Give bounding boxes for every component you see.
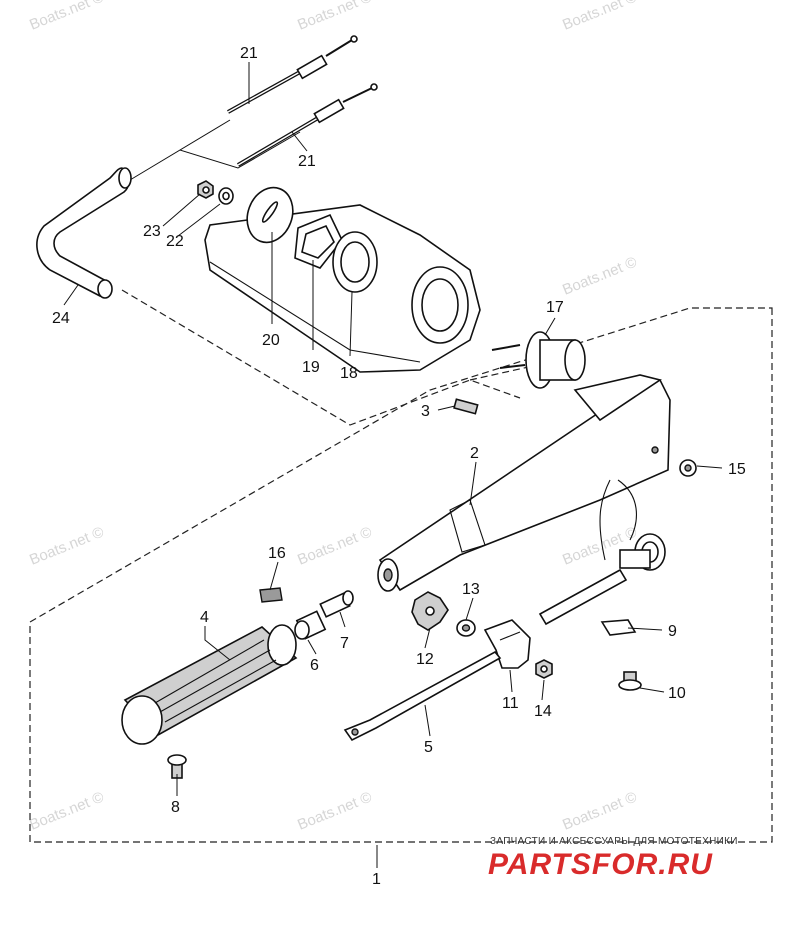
- knob-12: [411, 591, 449, 631]
- throttle-cable-upper: [227, 35, 358, 114]
- rod: [538, 568, 628, 626]
- bushing-6: [294, 610, 327, 640]
- screw-3: [453, 398, 479, 415]
- screw-10: [618, 671, 642, 691]
- watermark: Boats.net ©: [560, 0, 639, 34]
- callout-21b: 21: [298, 153, 316, 170]
- watermark: Boats.net ©: [27, 788, 106, 833]
- gasket-18: [332, 231, 378, 293]
- branding-tagline: ЗАПЧАСТИ И АКСЕССУАРЫ ДЛЯ МОТОТЕХНИКИ: [490, 836, 738, 847]
- branding-logo[interactable]: PARTSFOR.RU: [488, 848, 713, 881]
- leader-lines: [63, 62, 723, 868]
- callout-23: 23: [143, 223, 161, 240]
- callout-4: 4: [200, 609, 209, 626]
- callout-7: 7: [340, 635, 349, 652]
- callout-3: 3: [421, 403, 430, 420]
- callout-22: 22: [166, 233, 184, 250]
- callout-11: 11: [502, 695, 519, 712]
- washer-22: [218, 187, 234, 205]
- callouts: 21 21 23 22 24 20 19 18 17 3 2 15 16 4 6…: [52, 45, 746, 888]
- watermark: Boats.net ©: [560, 788, 639, 833]
- callout-5: 5: [424, 739, 433, 756]
- callout-14: 14: [534, 703, 552, 720]
- screw-8: [167, 754, 187, 779]
- callout-8: 8: [171, 799, 180, 816]
- callout-10: 10: [668, 685, 686, 702]
- link-rod-5: [343, 650, 502, 742]
- watermark: Boats.net ©: [27, 523, 106, 568]
- callout-9: 9: [668, 623, 677, 640]
- callout-1: 1: [372, 871, 381, 888]
- hose-24: [36, 167, 130, 298]
- callout-19: 19: [302, 359, 320, 376]
- watermark: Boats.net ©: [27, 0, 106, 34]
- callout-21a: 21: [240, 45, 258, 62]
- stop-switch: [599, 479, 666, 571]
- callout-24: 24: [52, 310, 70, 327]
- assembly-boundary: [29, 307, 773, 843]
- callout-13: 13: [462, 581, 480, 598]
- callout-2: 2: [470, 445, 479, 462]
- callout-6: 6: [310, 657, 319, 674]
- callout-12: 12: [416, 651, 434, 668]
- cable-routing-line: [121, 289, 521, 426]
- gasket-19: [294, 213, 343, 269]
- cable-routing-line: [129, 119, 301, 181]
- nut-14: [535, 659, 553, 679]
- nut-23: [197, 180, 214, 199]
- washer-13: [456, 619, 476, 637]
- plate-20: [246, 186, 294, 244]
- watermark: Boats.net ©: [295, 788, 374, 833]
- label-16: [259, 587, 283, 603]
- callout-20: 20: [262, 332, 280, 349]
- callout-17: 17: [546, 299, 564, 316]
- cap-15: [679, 459, 697, 477]
- bolt-7: [319, 590, 354, 618]
- tiller-handle-2: [377, 374, 671, 592]
- throttle-grip-4: [121, 624, 298, 745]
- watermark: Boats.net ©: [295, 0, 374, 34]
- callout-16: 16: [268, 545, 286, 562]
- clip-9: [600, 619, 637, 636]
- throttle-cable-lower: [236, 83, 378, 167]
- watermark: Boats.net ©: [295, 523, 374, 568]
- callout-18: 18: [340, 365, 358, 382]
- cable-routing-line: [469, 359, 561, 381]
- bracket-11: [483, 619, 531, 669]
- watermark: Boats.net ©: [560, 253, 639, 298]
- callout-15: 15: [728, 461, 746, 478]
- intake-body: [204, 204, 481, 373]
- grommet-17: [491, 331, 586, 389]
